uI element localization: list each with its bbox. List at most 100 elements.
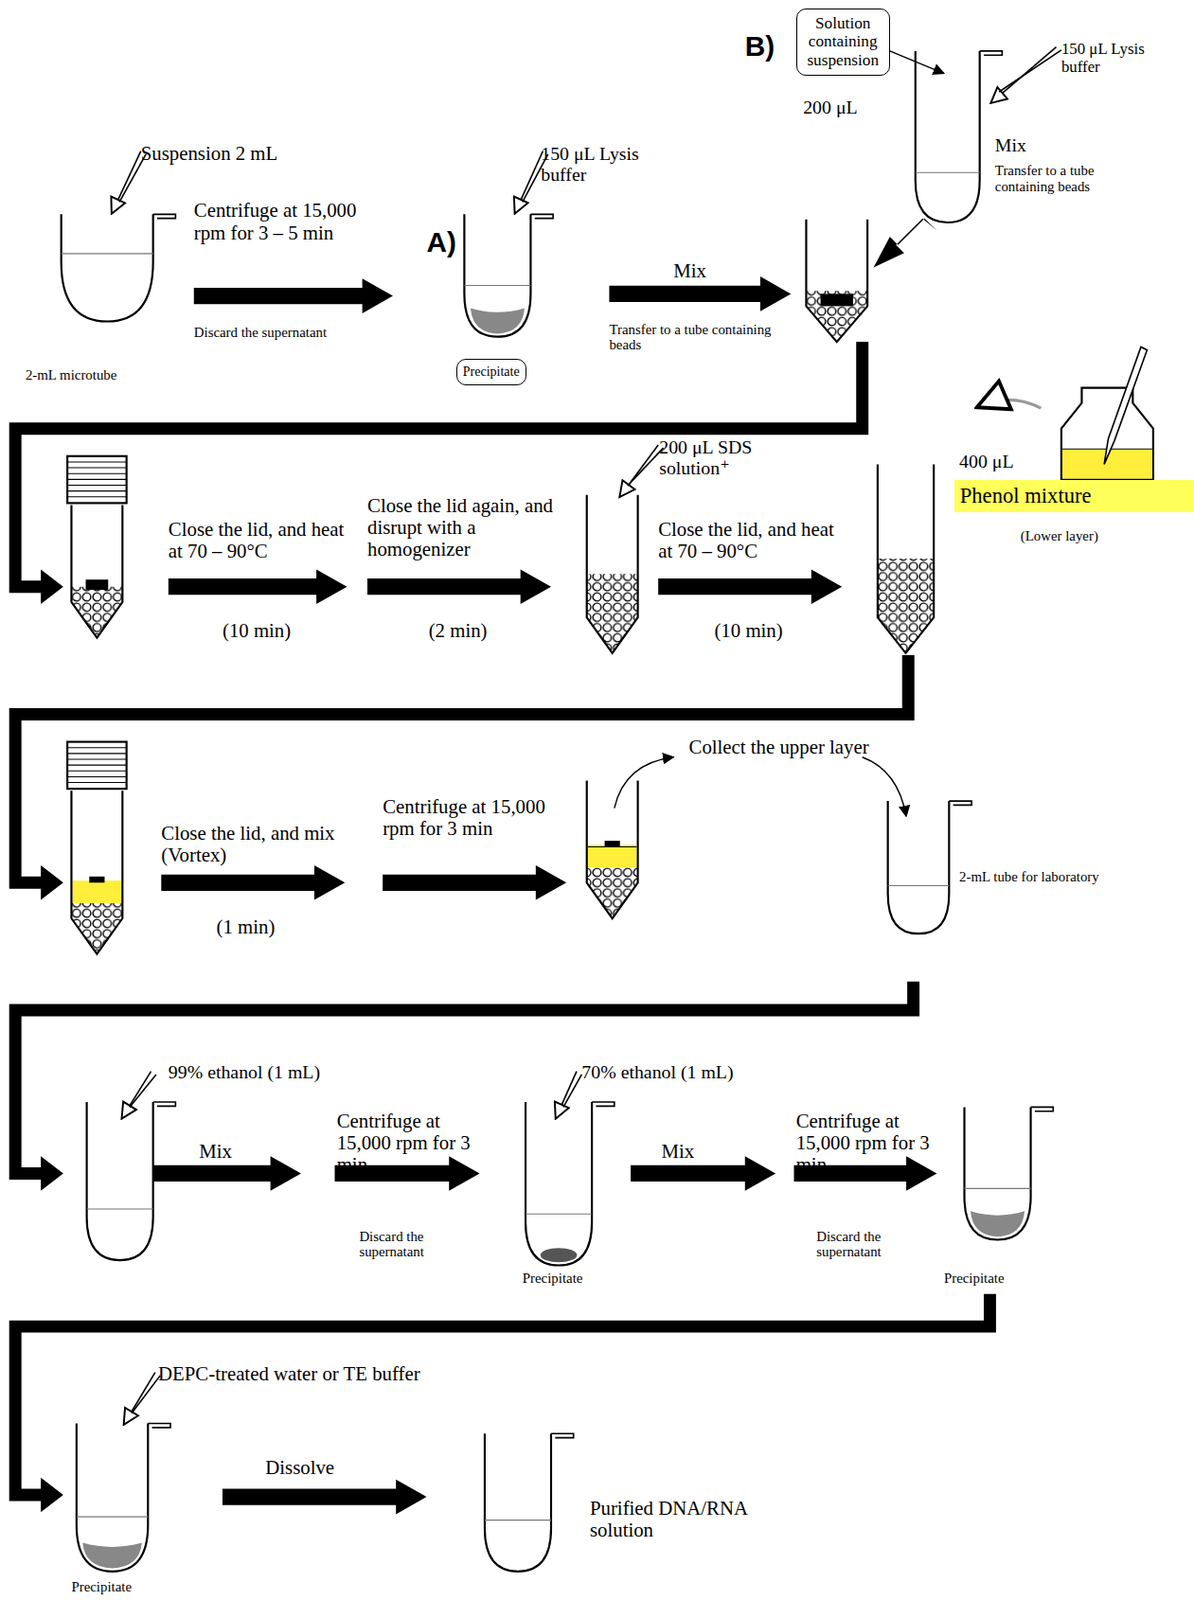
tube-lid: [153, 213, 177, 218]
row-connector: [15, 655, 909, 883]
liquid-level: [915, 172, 981, 174]
process-arrow: [630, 1156, 776, 1192]
upper-layer-line: [588, 846, 638, 848]
tube-lid: [153, 1102, 177, 1106]
step-label: Mix: [995, 134, 1027, 156]
cap-thread: [67, 758, 127, 760]
step-label: 99% ethanol (1 mL): [168, 1061, 321, 1083]
cap-thread: [67, 479, 127, 481]
node-text: Phenol mixture: [960, 483, 1189, 509]
microtube: [463, 213, 531, 337]
phenol-layer: [72, 880, 123, 904]
addition-arrow: [555, 1071, 577, 1119]
process-arrow: [194, 278, 393, 314]
liquid-level: [87, 1208, 154, 1210]
tube-lid: [551, 1433, 574, 1438]
addition-arrow: [563, 1074, 582, 1107]
highlight-box: Phenol mixture: [954, 480, 1194, 513]
bead-tube: [805, 219, 868, 342]
node-text: Precipitate: [463, 364, 520, 380]
row-connector-head: [40, 1478, 64, 1514]
step-label: DEPC-treated water or TE buffer: [158, 1363, 421, 1386]
microtube: [525, 1102, 592, 1266]
step-label: Close the lid, and heat at 70 – 90°C: [658, 518, 847, 564]
cell-mass: [86, 579, 109, 590]
step-label: (2 min): [428, 620, 488, 642]
step-label: Discard the supernatant: [194, 324, 327, 341]
step-label: Purified DNA/RNA solution: [589, 1497, 795, 1543]
cap-thread: [67, 782, 127, 784]
bead-tube: [877, 463, 934, 653]
step-label: Transfer to a tube containing beads: [608, 321, 788, 354]
rounded-box: Precipitate: [456, 358, 527, 386]
screw-cap: [67, 456, 127, 504]
step-label: Suspension 2 mL: [141, 142, 279, 165]
step-label: Centrifuge at 15,000 rpm for 3 min: [337, 1110, 491, 1177]
pellet: [540, 1247, 578, 1263]
step-label: Collect the upper layer: [689, 736, 878, 759]
addition-arrow: [129, 1074, 157, 1107]
step-label: Mix: [673, 260, 707, 283]
process-arrow: [382, 865, 567, 901]
step-label: 150 μL Lysis buffer: [1061, 40, 1175, 77]
step-label: Mix: [660, 1140, 695, 1163]
addition-arrow: [515, 151, 543, 214]
step-label: 2-mL tube for laboratory: [959, 869, 1133, 886]
step-label: B): [745, 30, 775, 62]
screw-cap: [67, 742, 127, 790]
bead-tube: [587, 495, 639, 654]
process-arrow: [222, 1479, 428, 1515]
cap-thread: [67, 496, 127, 498]
bead-tube: [587, 781, 639, 920]
tube-lid: [147, 1424, 171, 1428]
step-label: Centrifuge at 15,000 rpm for 3 min: [382, 796, 546, 841]
step-label: 200 μL SDS solution⁺: [659, 436, 822, 479]
row-connector-head: [40, 865, 64, 901]
step-label: Precipitate: [522, 1270, 584, 1287]
step-label: Dissolve: [265, 1457, 335, 1480]
row-connector-head: [40, 1156, 64, 1192]
transfer-arrow: [980, 399, 1042, 409]
step-label: Centrifuge at 15,000 rpm for 3 min: [796, 1110, 950, 1177]
pellet: [82, 1543, 143, 1569]
tube-lid: [530, 213, 553, 218]
process-arrow: [160, 865, 345, 901]
cap-thread: [67, 473, 127, 475]
step-label: (10 min): [222, 620, 291, 642]
process-arrow: [168, 569, 348, 605]
bead-tube: [71, 505, 123, 639]
pipette: [1104, 346, 1147, 464]
node-text: Solution containing suspension: [802, 14, 884, 71]
step-label: 2-mL microtube: [25, 367, 117, 384]
step-label: Close the lid, and heat at 70 – 90°C: [168, 518, 357, 564]
collect-arrow: [614, 757, 675, 809]
diagonal-arrow: [873, 218, 938, 268]
tube-lid: [948, 801, 972, 805]
liquid-level: [76, 1516, 148, 1518]
collect-arrow: [862, 757, 907, 818]
step-label: Transfer to a tube containing beads: [995, 162, 1139, 195]
microtube: [76, 1424, 148, 1572]
interphase: [605, 840, 621, 847]
cap-thread: [67, 490, 127, 492]
phenol-layer: [588, 844, 638, 868]
pellet: [470, 308, 525, 335]
addition-arrow: [627, 447, 664, 486]
liquid-level: [964, 1188, 1032, 1190]
step-label: Close the lid, and mix (Vortex): [160, 822, 345, 868]
microtube: [915, 51, 981, 223]
liquid-level: [484, 1519, 552, 1521]
cap-thread: [67, 765, 127, 767]
addition-arrow: [998, 50, 1062, 92]
step-label: Precipitate: [944, 1270, 1005, 1287]
phenol-bottle: [1061, 388, 1154, 481]
step-label: 150 μL Lysis buffer: [540, 142, 663, 185]
rounded-box: Solution containing suspension: [796, 8, 891, 76]
step-label: Mix: [198, 1140, 232, 1163]
microtube: [61, 213, 154, 321]
bead-tube: [71, 790, 123, 954]
step-label: (1 min): [215, 916, 275, 939]
microtube: [888, 801, 950, 934]
addition-arrow: [112, 151, 142, 214]
